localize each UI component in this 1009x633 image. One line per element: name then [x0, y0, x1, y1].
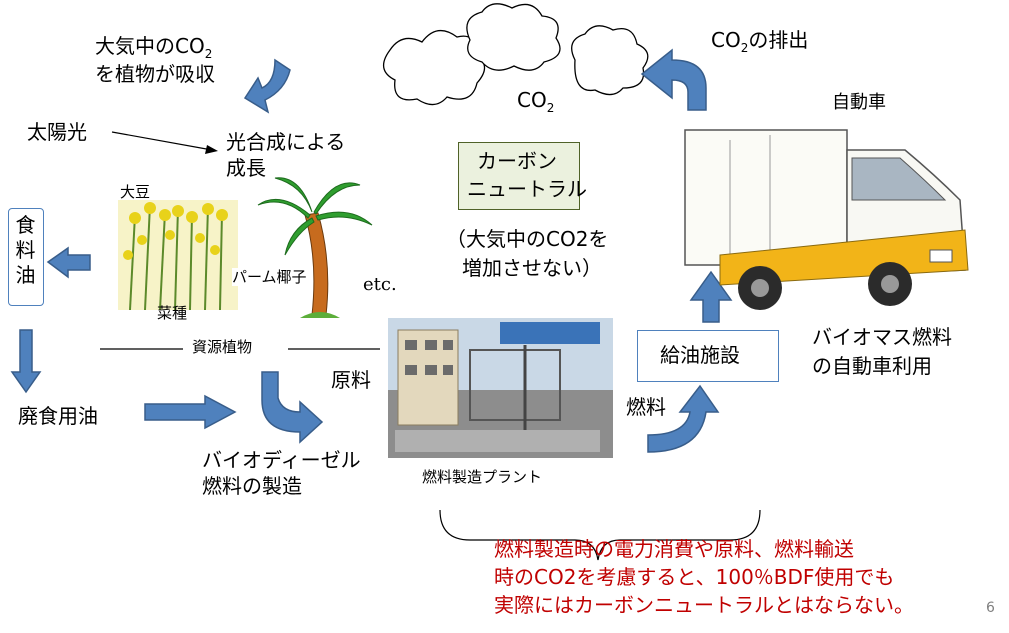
biodiesel-line1: バイオディーゼル	[202, 448, 361, 472]
note-line3: 実際にはカーボンニュートラルとはならない。	[494, 593, 914, 617]
palm-tree-illustration	[257, 177, 373, 318]
cloud-2	[466, 3, 561, 71]
note-brace	[439, 509, 761, 561]
soybean-label: 大豆	[120, 183, 151, 201]
biomass-line1: バイオマス燃料	[812, 325, 952, 349]
raw-material-label: 原料	[331, 368, 371, 392]
car-label: 自動車	[832, 92, 886, 113]
note-line2: 時のCO2を考慮すると、100％BDF使用でも	[494, 565, 895, 589]
station-box: 給油施設	[637, 330, 779, 382]
truck-illustration	[684, 129, 969, 310]
cloud-group	[383, 3, 649, 106]
biomass-line2: の自動車利用	[812, 354, 932, 378]
note-line1: 燃料製造時の電力消費や原料、燃料輸送	[494, 537, 854, 561]
etc-label: etc.	[363, 274, 397, 295]
blue-arrows	[10, 48, 733, 453]
not-increase-line1: （大気中のCO2を	[446, 227, 609, 251]
station-to-truck-arrow	[689, 270, 733, 323]
down-to-waste-arrow	[10, 329, 42, 394]
food-oil-char-3: 油	[15, 263, 36, 287]
absorb-label-line1: 大気中のCO2	[95, 34, 213, 61]
resource-plants-label: 資源植物	[192, 338, 253, 356]
rapeseed-illustration	[118, 200, 238, 311]
photosynthesis-line1: 光合成による	[226, 130, 346, 154]
biodiesel-line2: 燃料の製造	[202, 474, 302, 498]
emission-label: CO2の排出	[711, 28, 809, 55]
food-oil-label: 食 料 油	[9, 213, 42, 288]
food-oil-box: 食 料 油	[8, 208, 44, 306]
carbon-neutral-line1: カーボン	[477, 149, 557, 173]
to-food-oil-arrow	[46, 246, 91, 279]
fuel-curved-arrow	[647, 384, 720, 453]
sun-arrow	[111, 131, 218, 154]
sun-label: 太陽光	[27, 120, 87, 144]
waste-to-plant-arrow	[144, 394, 237, 430]
station-label: 給油施設	[660, 343, 740, 367]
waste-oil-label: 廃食用油	[18, 404, 98, 428]
palm-label: パーム椰子	[232, 268, 307, 286]
page-number: 6	[986, 600, 995, 616]
food-oil-char-2: 料	[15, 238, 36, 262]
cloud-co2-label: CO2	[517, 88, 555, 115]
cloud-3	[571, 25, 649, 96]
carbon-neutral-line2: ニュートラル	[467, 177, 587, 201]
fuel-label: 燃料	[626, 395, 666, 419]
rapeseed-label: 菜種	[157, 304, 188, 322]
raw-material-curved-arrow	[261, 371, 324, 444]
absorb-curved-arrow	[243, 58, 291, 114]
absorb-label-line2: を植物が吸収	[95, 62, 215, 86]
not-increase-line2: 増加させない）	[462, 256, 602, 280]
fuel-plant-photo	[388, 318, 613, 458]
plant-label: 燃料製造プラント	[422, 468, 543, 486]
food-oil-char-1: 食	[15, 213, 36, 237]
emission-curved-arrow	[640, 48, 707, 111]
carbon-neutral-box: カーボン ニュートラル	[458, 142, 587, 210]
photosynthesis-line2: 成長	[226, 156, 266, 180]
